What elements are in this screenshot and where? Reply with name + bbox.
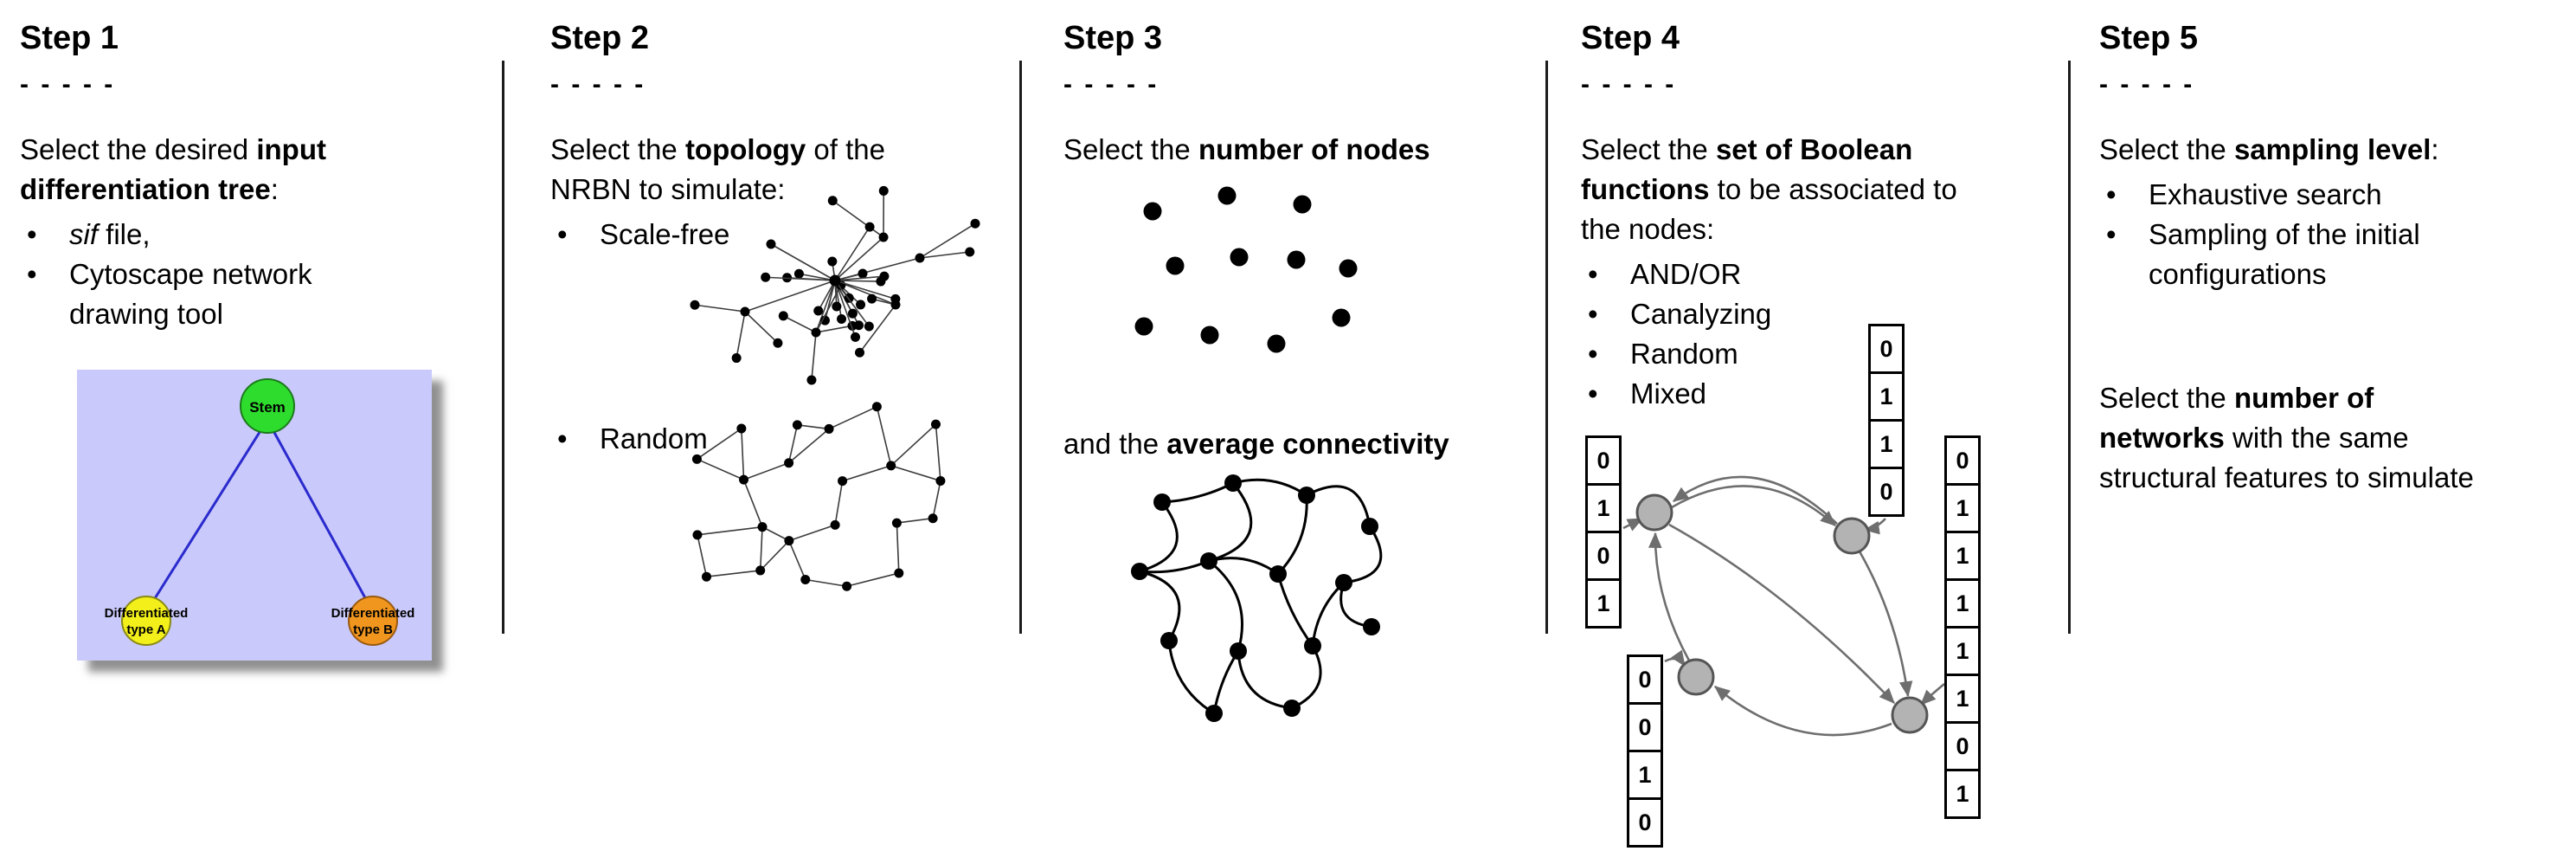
tree-edge-a [145,419,269,613]
step-2-bullet-list: Scale-free Random [550,215,957,459]
edge-arrow [1671,485,1836,526]
truth-table-cell: 0 [1944,435,1981,486]
column-divider-2 [1019,61,1022,634]
step-4-bullet-list: AND/OR Canalyzing Random Mixed [1581,255,2031,414]
step-2-intro: Select the topology of the NRBN to simul… [550,132,885,205]
truth-table-cell: 0 [1944,721,1981,771]
column-divider-4 [2068,61,2071,634]
boolean-node-2 [1833,517,1871,555]
step-1-intro: Select the desired input differentiation… [20,132,326,205]
step-3-line2: and the average connectivity [1063,427,1449,460]
step-4-title: Step 4 [1581,20,1680,56]
bullet-sif-file: sif file, [20,215,401,255]
step-3-line1: Select the number of nodes [1063,132,1430,165]
bullet-cytoscape-tool: Cytoscape network drawing tool [20,255,401,334]
type-b-node [348,596,398,646]
column-divider-1 [502,61,504,634]
step-5-dashes: - - - - - [2099,69,2195,99]
truth-table-cell: 1 [1944,483,1981,533]
truth-table-top: 0 1 1 0 [1868,324,1905,517]
truth-table-cell: 0 [1868,324,1905,374]
random-network-graphic [691,402,946,591]
step-1-dashes: - - - - - [20,69,116,99]
truth-table-cell: 1 [1944,769,1981,819]
bullet-sampling-initial: Sampling of the initial configurations [2099,215,2571,294]
boolean-network-graphic [1622,475,1945,737]
truth-table-cell: 1 [1585,578,1622,629]
bullet-mixed: Mixed [1581,374,2031,414]
bullet-random: Random [550,419,957,459]
type-a-label-line2: type A [126,622,165,637]
edge-arrow [1920,682,1945,706]
step-5-intro: Select the sampling level: [2099,132,2439,165]
bullet-random-fn: Random [1581,334,2031,374]
truth-table-left: 0 1 0 1 [1585,435,1622,629]
truth-table-cell: 1 [1944,578,1981,629]
type-a-label-line1: Differentiated [105,606,189,621]
truth-table-cell: 1 [1585,483,1622,533]
step-4-column: Step 4 - - - - - Select the set of Boole… [1581,19,2031,414]
step-1-column: Step 1 - - - - - Select the desired inpu… [20,19,401,334]
truth-table-cell: 0 [1627,797,1663,848]
node-dots-graphic [1134,186,1358,353]
column-divider-3 [1545,61,1548,634]
scale-free-network-graphic [690,185,980,385]
truth-table-cell: 1 [1627,750,1663,800]
truth-table-cell: 1 [1868,419,1905,469]
truth-table-cell: 0 [1627,702,1663,752]
truth-table-cell: 1 [1944,674,1981,724]
boolean-node-3 [1677,658,1715,696]
edge-arrow [1713,685,1892,737]
step-3-dashes: - - - - - [1063,69,1160,99]
truth-table-cell: 1 [1868,371,1905,422]
truth-table-cell: 0 [1868,467,1905,517]
step-1-bullet-list: sif file, Cytoscape network drawing tool [20,215,401,334]
edge-arrow [1672,475,1838,525]
step-3-title: Step 3 [1063,20,1163,56]
truth-table-cell: 0 [1585,435,1622,486]
edge-arrow [1664,649,1686,667]
truth-table-bottom: 0 0 1 0 [1627,654,1663,848]
step-5-column: Step 5 - - - - - Select the sampling lev… [2099,19,2571,498]
tree-edge-b [266,419,375,613]
truth-table-cell: 0 [1627,654,1663,705]
step-2-column: Step 2 - - - - - Select the topology of … [550,19,957,459]
edge-arrow [1858,551,1913,698]
truth-table-cell: 1 [1944,531,1981,581]
type-b-label-line2: type B [353,622,393,637]
differentiation-tree-image: Stem Differentiated type A Differentiate… [77,370,432,661]
type-b-label-line1: Differentiated [331,606,415,621]
boolean-node-1 [1635,493,1673,532]
step-4-intro: Select the set of Boolean functions to b… [1581,132,1957,245]
bullet-and-or: AND/OR [1581,255,2031,294]
type-a-node [121,596,171,646]
stem-node-label: Stem [249,399,286,416]
edge-arrow [1648,532,1691,661]
bullet-scale-free: Scale-free [550,215,957,255]
truth-table-cell: 1 [1944,626,1981,676]
step-1-title: Step 1 [20,20,119,56]
truth-table-cell: 0 [1585,531,1622,581]
edge-arrow [1668,523,1895,704]
step-2-dashes: - - - - - [550,69,646,99]
step-3-column: Step 3 - - - - - Select the number of no… [1063,19,1531,464]
bullet-canalyzing: Canalyzing [1581,294,2031,334]
connectivity-network-graphic [1131,474,1383,722]
step-2-title: Step 2 [550,20,650,56]
step-5-second-paragraph: Select the number of networks with the s… [2099,381,2474,493]
step-4-dashes: - - - - - [1581,69,1677,99]
step-5-title: Step 5 [2099,20,2199,56]
bullet-exhaustive-search: Exhaustive search [2099,175,2571,215]
step-5-bullet-list: Exhaustive search Sampling of the initia… [2099,175,2571,294]
boolean-node-4 [1891,696,1929,734]
truth-table-right: 0 1 1 1 1 1 0 1 [1944,435,1981,819]
stem-node [240,378,295,434]
